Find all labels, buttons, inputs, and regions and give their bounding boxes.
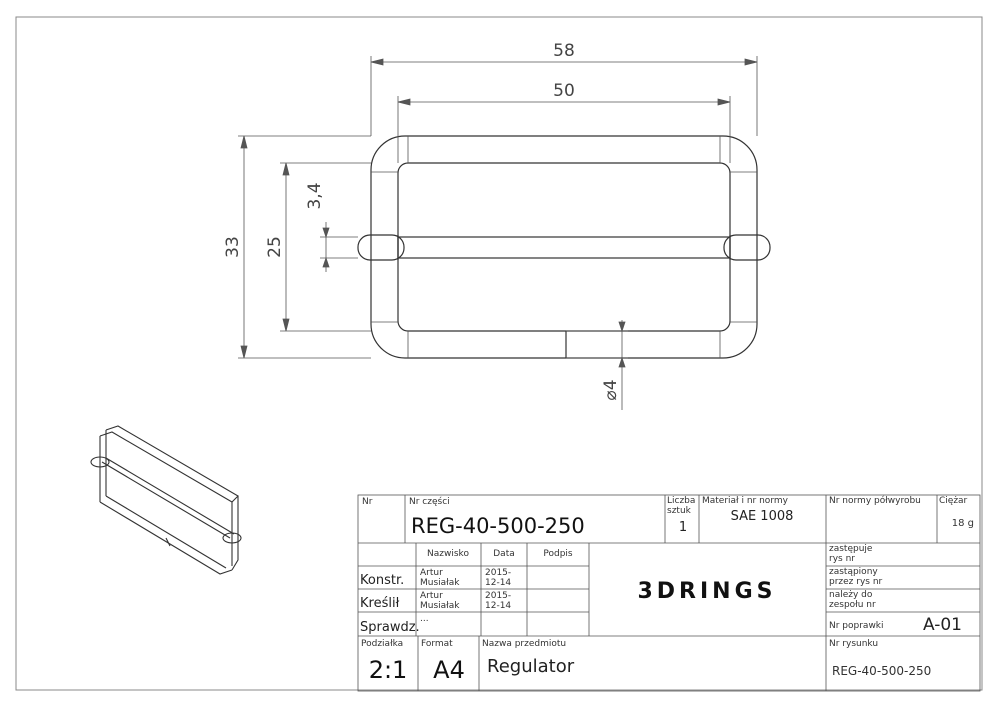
tb-draw-name-1: Artur [420,591,443,601]
tb-part-no-label: Nr części [409,496,450,507]
tb-material: SAE 1008 [731,509,794,524]
title-block-texts: Nr Nr części REG-40-500-250 Liczba sztuk… [360,495,974,684]
left-sleeve [357,234,405,261]
tb-format: A4 [433,656,465,684]
right-sleeve [723,234,771,261]
tb-constr-name-1: Artur [420,568,443,578]
tb-scale-label: Podziałka [361,639,403,649]
tb-constr-date-2: 12-14 [485,578,511,588]
front-view [357,135,771,359]
tb-revision-label: Nr poprawki [829,621,884,631]
tb-revision: A-01 [923,615,962,635]
tb-material-label: Materiał i nr normy [702,496,789,506]
company-logo: 3DRINGS [637,579,776,604]
tb-belongs-1: należy do [829,590,873,600]
tb-replaces-1: zastępuje [829,544,873,554]
center-bar [397,236,731,259]
tb-weight: 18 g [952,518,974,529]
frame-outer-outline [370,135,758,359]
tb-belongs-2: zespołu nr [829,600,876,610]
dimension-texts: 58 50 33 25 3,4 ⌀4 [223,41,621,401]
tb-object-label: Nazwa przedmiotu [482,639,566,649]
tb-replaces-2: rys nr [829,554,855,564]
tb-col-sign: Podpis [543,549,573,559]
dim-3-4: 3,4 [305,182,325,209]
tb-drawing-no: REG-40-500-250 [832,664,931,678]
tb-check-name: ... [420,614,429,624]
tb-weight-label: Ciężar [939,496,968,506]
tb-qty-label-2: sztuk [667,506,692,516]
tb-draw-date-1: 2015- [485,591,511,601]
tb-scale: 2:1 [369,656,408,684]
logo-wordmark: 3DRINGS [637,579,776,604]
tb-semi-norm-label: Nr normy półwyrobu [829,495,921,506]
tb-col-name: Nazwisko [427,549,469,559]
tb-replaced-2: przez rys nr [829,577,883,587]
sheet-border [15,16,983,691]
tb-replaced-1: zastąpiony [829,567,878,577]
tb-draw-name-2: Musiałak [420,601,460,611]
tb-nr-label: Nr [362,497,373,507]
dim-50: 50 [553,81,575,101]
tb-draw-date-2: 12-14 [485,601,511,611]
title-block-grid [357,494,981,692]
dim-33: 33 [223,236,243,258]
tb-row-draw: Kreślił [360,596,400,611]
tb-constr-name-2: Musiałak [420,578,460,588]
tb-col-date: Data [493,549,515,559]
isometric-view [90,425,242,575]
dim-diameter-4: ⌀4 [601,379,621,400]
tb-row-check: Sprawdz. [360,620,420,635]
tb-qty: 1 [679,520,687,535]
dimension-lines [238,56,758,410]
dim-25: 25 [265,236,285,258]
tb-format-label: Format [421,639,453,649]
tb-qty-label-1: Liczba [667,496,695,506]
tb-drawing-no-label: Nr rysunku [829,639,878,649]
dim-58: 58 [553,41,575,61]
tb-constr-date-1: 2015- [485,568,511,578]
tb-part-no: REG-40-500-250 [411,514,585,538]
frame-inner-outline [397,162,731,332]
tb-row-constr: Konstr. [360,573,404,588]
tb-object: Regulator [487,656,575,677]
